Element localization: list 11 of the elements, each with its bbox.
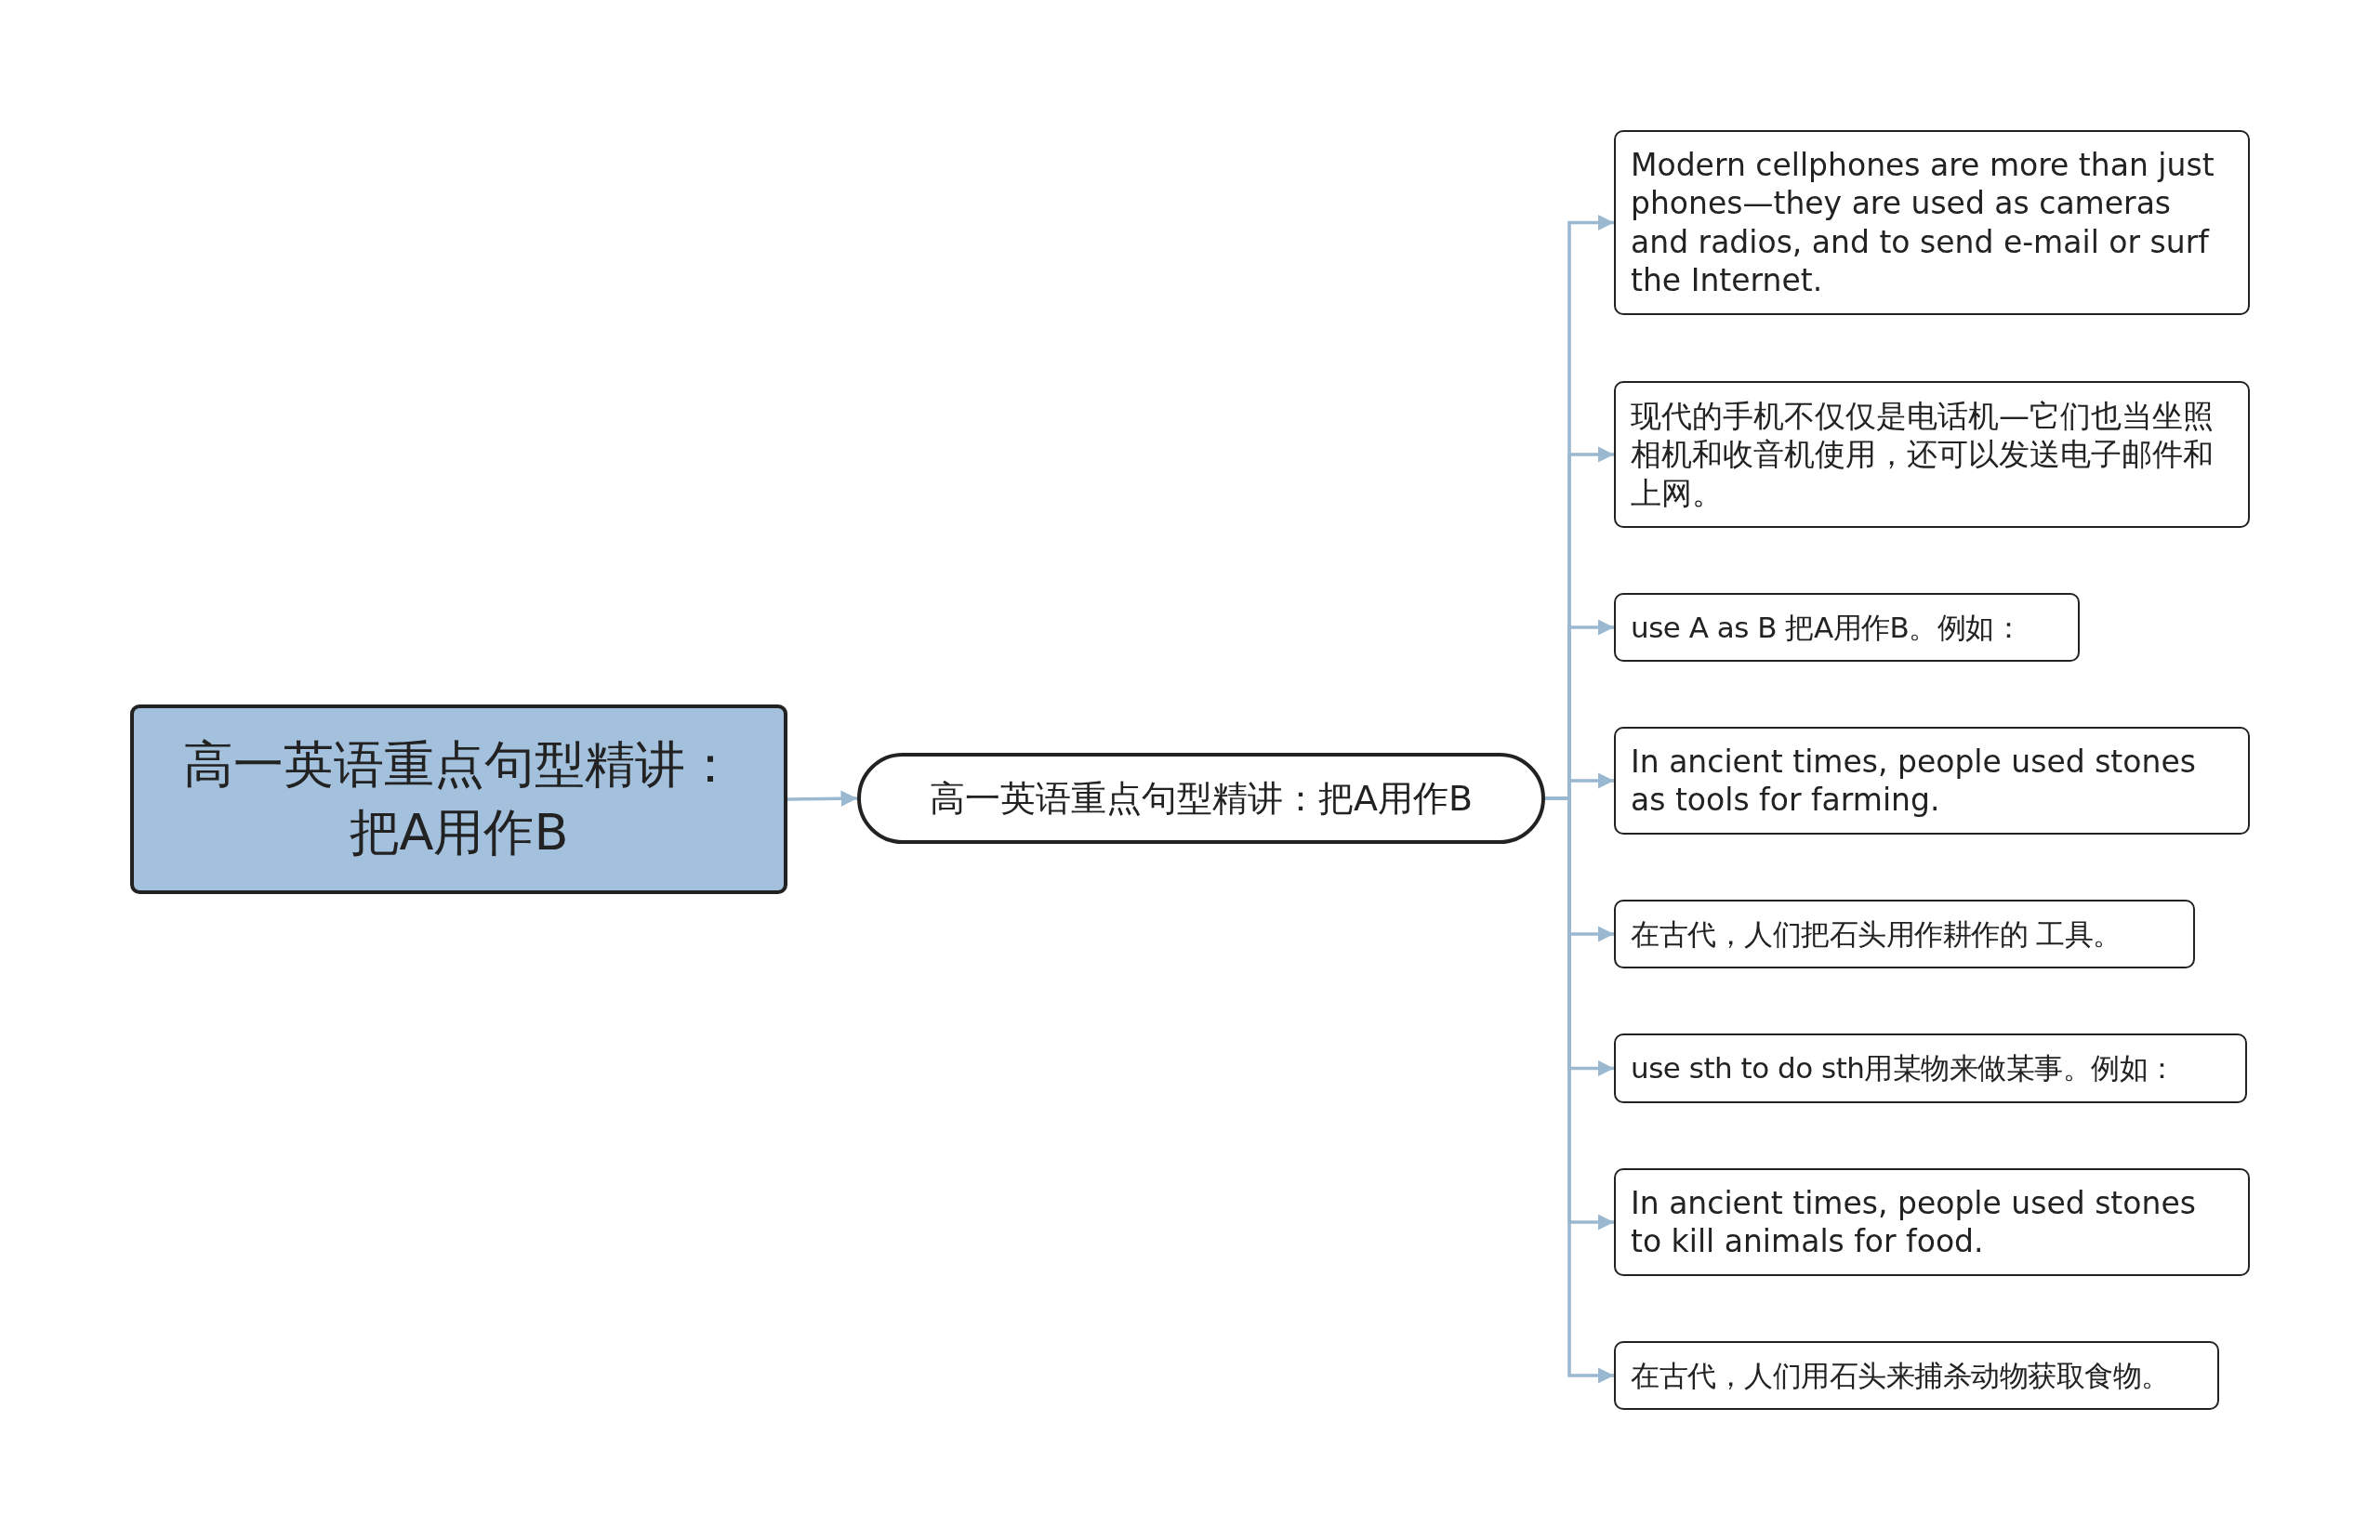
text-box: 在古代，人们把石头用作耕作的 工具。 (1614, 900, 2195, 968)
topic-box: 高一英语重点句型精讲：把A用作B (130, 704, 787, 894)
text-box: use A as B 把A用作B。例如： (1614, 593, 2080, 662)
text-box: 现代的手机不仅仅是电话机—它们也当坐照相机和收音机使用，还可以发送电子邮件和上网。 (1614, 381, 2250, 528)
text-box: In ancient times, people used stones as tools for farming. (1614, 727, 2250, 835)
text-box: 在古代，人们用石头来捕杀动物获取食物。 (1614, 1341, 2219, 1410)
text-box: Modern cellphones are more than just phones—they are used as cameras and radios, and to send e-mail or surf the Internet. (1614, 130, 2250, 315)
connector-arrow (787, 790, 858, 807)
text-box: use sth to do sth用某物来做某事。例如： (1614, 1033, 2247, 1103)
subtopic-pill: 高一英语重点句型精讲：把A用作B (857, 753, 1545, 844)
text-box: In ancient times, people used stones to kill animals for food. (1614, 1168, 2250, 1276)
